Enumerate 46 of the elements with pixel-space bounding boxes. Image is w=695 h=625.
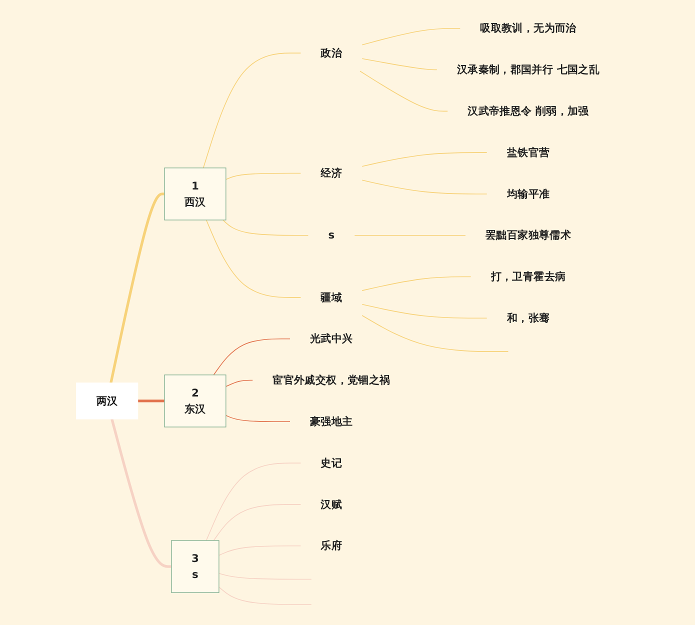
root-topic-box: 两汉	[76, 382, 138, 420]
branch-line	[225, 172, 301, 180]
subtopic-label: 宦官外戚交权，党锢之祸	[272, 374, 390, 386]
branch-line	[218, 545, 301, 556]
branch-line	[205, 220, 301, 298]
branch-line	[205, 462, 301, 541]
branch-line	[202, 52, 301, 168]
subtopic-label: 政治	[320, 46, 342, 60]
subtopic-label: 疆域	[320, 290, 342, 304]
subtopic-label: 盐铁官营	[506, 146, 550, 159]
subtopic-label: 均输平准	[506, 187, 550, 200]
subtopic-label: 史记	[320, 456, 342, 470]
subtopic-label: 汉武帝推恩令 削弱，加强	[467, 104, 588, 118]
branch-line	[361, 28, 460, 46]
subtopic-label: 和，张骞	[506, 312, 550, 324]
branch-line	[359, 70, 448, 112]
branch-line	[225, 380, 253, 387]
subtopic-label: 罢黜百家独尊儒术	[485, 228, 571, 242]
branch-line	[361, 180, 487, 194]
subtopic-label: 打，卫青霍去病	[490, 270, 566, 283]
subtopic-label: 光武中兴	[310, 332, 352, 345]
branch-line	[218, 573, 312, 580]
subtopic-label: 吸取教训，无为而治	[480, 22, 576, 34]
subtopic-label: 乐府	[320, 539, 342, 552]
subtopic-label: 汉承秦制，郡国并行 七国之乱	[456, 63, 600, 76]
subtopic-label: s	[328, 228, 334, 242]
subtopic-label: 汉赋	[320, 498, 342, 510]
branch-line	[110, 418, 171, 568]
branch-line	[361, 58, 437, 70]
branch-line	[222, 220, 308, 236]
branch-line	[225, 415, 290, 422]
branch-line	[361, 315, 508, 352]
branch-line	[212, 504, 301, 541]
subtopic-label: 经济	[320, 166, 342, 180]
branch-line	[109, 192, 164, 384]
branch-line	[218, 586, 312, 606]
branch-line	[212, 338, 290, 376]
topic-box: 3 s	[170, 540, 219, 593]
branch-line	[361, 276, 471, 291]
branch-line	[361, 304, 487, 319]
branch-line	[354, 234, 466, 236]
subtopic-label: 豪强地主	[310, 415, 352, 428]
branch-line	[137, 400, 164, 402]
topic-box: 1 西汉	[164, 168, 226, 220]
topic-box: 2 东汉	[164, 374, 226, 428]
branch-line	[361, 152, 487, 167]
